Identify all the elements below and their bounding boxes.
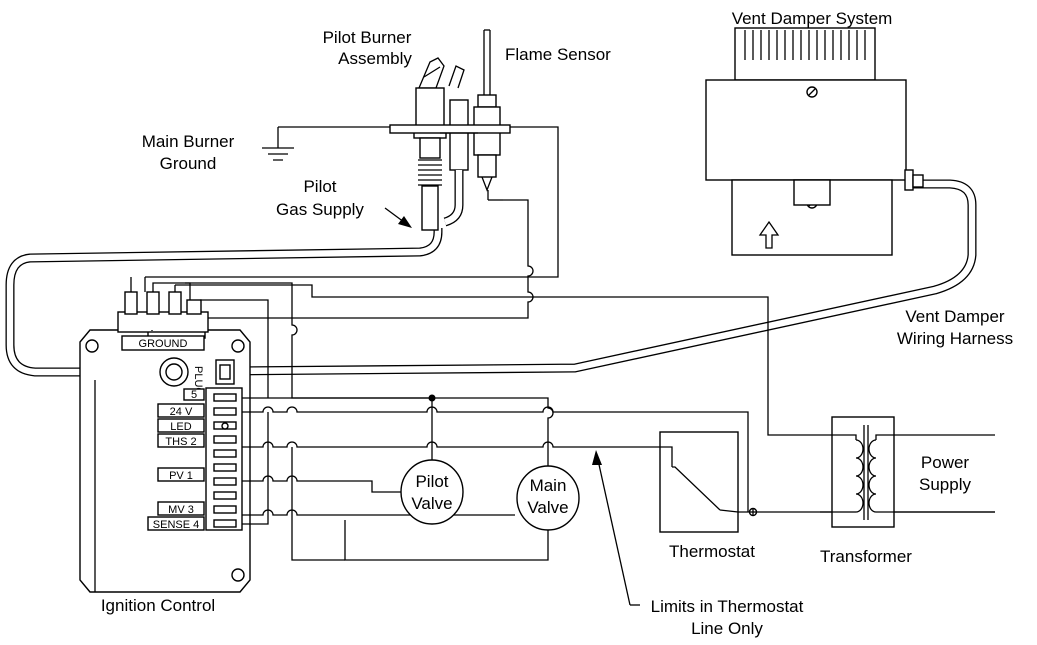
terminal-pv1: PV 1 xyxy=(169,470,193,482)
power-supply-label-1: Power xyxy=(921,453,970,472)
limits-label-1: Limits in Thermostat xyxy=(651,597,804,616)
pilot-burner-label-1: Pilot Burner xyxy=(323,28,412,47)
limits-arrow xyxy=(592,450,640,606)
main-valve-line1: Main xyxy=(530,476,567,495)
spade-connectors xyxy=(124,277,202,315)
power-supply-label-2: Supply xyxy=(919,475,971,494)
vent-harness-label-1: Vent Damper xyxy=(905,307,1005,326)
terminal-led: LED xyxy=(170,421,191,433)
pilot-valve-line1: Pilot xyxy=(415,472,448,491)
pilot-gas-arrow xyxy=(384,207,412,228)
terminal-block xyxy=(205,387,243,531)
main-valve: Main Valve xyxy=(516,465,580,531)
terminal-5: 5 xyxy=(191,389,197,401)
terminal-24v: 24 V xyxy=(170,406,193,418)
main-burner-label-1: Main Burner xyxy=(142,132,235,151)
pilot-gas-label-2: Gas Supply xyxy=(276,200,364,219)
vent-damper-wiring-harness xyxy=(225,179,977,376)
pilot-burner-label-2: Assembly xyxy=(338,49,412,68)
pilot-burner-assembly xyxy=(389,29,511,231)
main-valve-line2: Valve xyxy=(527,498,568,517)
pilot-tubes xyxy=(443,170,503,227)
thermostat xyxy=(659,431,995,533)
flame-sensor-label: Flame Sensor xyxy=(505,45,611,64)
pilot-valve: Pilot Valve xyxy=(400,459,464,525)
terminal-mv3: MV 3 xyxy=(168,504,194,516)
terminal-ths2: THS 2 xyxy=(165,436,196,448)
terminal-sense4: SENSE 4 xyxy=(153,519,199,531)
ground-label: GROUND xyxy=(139,338,188,350)
pilot-valve-line2: Valve xyxy=(411,494,452,513)
transformer xyxy=(820,416,995,528)
thermostat-label: Thermostat xyxy=(669,542,755,561)
ignition-control-label: Ignition Control xyxy=(101,596,215,615)
transformer-label: Transformer xyxy=(820,547,912,566)
pilot-gas-label-1: Pilot xyxy=(303,177,336,196)
ignition-control: GROUND PLUG 5 24 V LED THS 2 xyxy=(79,277,251,593)
limits-label-2: Line Only xyxy=(691,619,763,638)
main-burner-label-2: Ground xyxy=(160,154,217,173)
vent-damper-system-label: Vent Damper System xyxy=(732,9,893,28)
vent-harness-label-2: Wiring Harness xyxy=(897,329,1013,348)
pilot-wires xyxy=(145,126,559,319)
vent-damper-system xyxy=(705,27,924,256)
circuit-wires xyxy=(144,277,822,561)
pilot-gas-tube xyxy=(5,227,443,377)
